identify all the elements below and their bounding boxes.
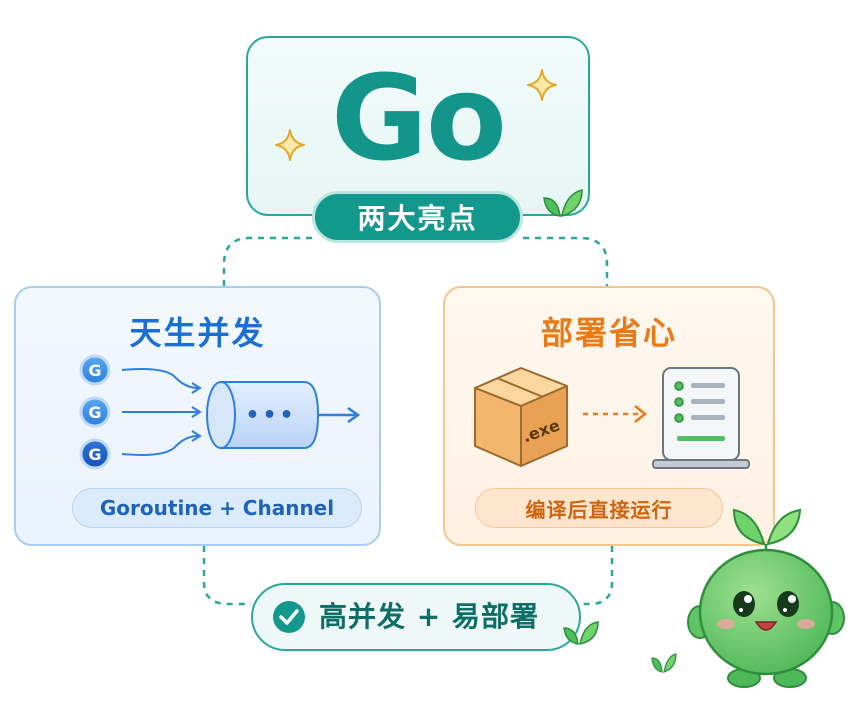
concurrency-title: 天生并发 — [129, 314, 266, 352]
channel-dots: ••• — [245, 403, 296, 428]
go-logo-text: Go — [331, 49, 507, 187]
goroutine-badge: G — [79, 396, 111, 428]
leaf-icon — [651, 653, 677, 673]
compile-run-tag: 编译后直接运行 — [475, 488, 723, 528]
summary-pill: 高并发 + 易部署 — [251, 583, 581, 651]
sparkle-icon — [275, 129, 305, 161]
svg-text:G: G — [88, 445, 101, 464]
deployment-card: 部署省心 .exe 编译后直接运行 — [443, 286, 775, 546]
goroutine-channel-tag: Goroutine + Channel — [72, 488, 362, 528]
go-header-card: Go — [246, 36, 590, 216]
goroutine-badge: G — [79, 438, 111, 470]
svg-text:G: G — [88, 361, 101, 380]
subtitle-pill: 两大亮点 — [312, 191, 523, 243]
svg-text:G: G — [88, 403, 101, 422]
leaf-icon — [543, 189, 583, 218]
summary-text: 高并发 + 易部署 — [319, 600, 539, 633]
leaf-icon — [563, 621, 599, 645]
server-icon — [652, 367, 750, 469]
package-box-icon: .exe — [474, 367, 568, 467]
goroutine-badge: G — [79, 354, 111, 386]
check-circle-icon — [273, 601, 305, 633]
deployment-title: 部署省心 — [540, 314, 677, 352]
sparkle-icon — [527, 69, 557, 101]
goroutine-channel-diagram: G G G ••• — [79, 354, 361, 470]
binary-deploy-diagram: .exe — [474, 367, 750, 469]
sprout-mascot-icon — [687, 508, 845, 688]
concurrency-card: 天生并发 G — [14, 286, 381, 546]
